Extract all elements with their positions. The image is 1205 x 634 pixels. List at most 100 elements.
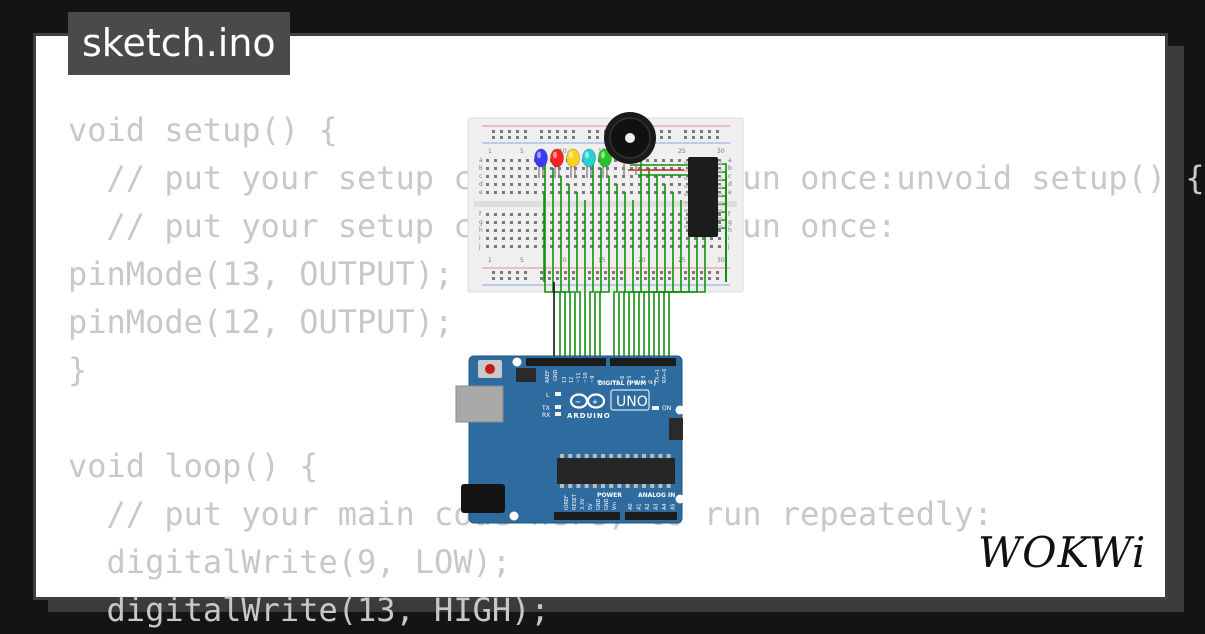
file-tab-title[interactable]: sketch.ino [68,12,290,75]
jumper-wire[interactable] [594,168,602,362]
rail-hole [716,130,719,133]
breadboard-hole [494,245,497,248]
breadboard-hole [638,245,641,248]
mounting-hole [675,405,685,415]
atmega-leg [650,454,655,458]
atmega-leg [617,454,622,458]
breadboard-hole [646,183,649,186]
breadboard-hole [718,191,721,194]
jumper-wire[interactable] [638,176,658,362]
breadboard-hole [542,191,545,194]
breadboard-hole [614,183,617,186]
led[interactable] [534,148,548,168]
breadboard-hole [670,245,673,248]
digital-pin-label: 4 [634,380,640,383]
breadboard-hole [558,245,561,248]
breadboard-hole [686,213,689,216]
rail-hole [692,277,695,280]
breadboard-hole [606,245,609,248]
atmega-leg [601,484,605,488]
chip-pin [684,169,688,172]
breadboard-hole [486,245,489,248]
rail-hole [700,136,703,139]
jumper-wire[interactable] [663,168,698,362]
breadboard-hole [646,213,649,216]
chip-pins [684,161,722,228]
l-led-label: L [546,392,550,399]
rail-hole [508,271,511,274]
row-letter: a [728,157,732,164]
row-letter: b [728,165,732,172]
led-group [534,148,612,178]
breadboard-hole [598,191,601,194]
jumper-wire[interactable] [599,176,610,362]
column-number: 5 [520,257,524,264]
rail-hole [700,130,703,133]
breadboard-hole [614,175,617,178]
led-highlight [585,151,589,159]
jumper-wire[interactable] [613,184,618,362]
breadboard-hole [502,245,505,248]
row-letter: d [728,181,732,188]
rail-hole [668,277,671,280]
ic-chip[interactable] [684,157,722,237]
rail-hole [596,130,599,133]
code-line: } [68,351,88,389]
atmega-chip [557,458,675,484]
breadboard-hole [534,221,537,224]
jumper-wire[interactable] [628,160,642,362]
rail-hole [588,271,591,274]
rail-hole [700,277,703,280]
breadboard-hole [590,183,593,186]
jumper-wire[interactable] [648,192,674,362]
rail-hole [500,130,503,133]
breadboard-hole [622,175,625,178]
jumper-wire[interactable] [633,168,650,362]
breadboard-hole [654,213,657,216]
reset-button-cap[interactable] [485,364,495,374]
rail-hole [524,136,527,139]
jumper-wire[interactable] [618,192,626,362]
jumper-wire[interactable] [658,160,690,362]
row-letter: e [728,189,732,196]
uno-badge [610,389,650,411]
breadboard-hole [718,167,721,170]
chip-pin [684,177,688,180]
rail-hole [492,130,495,133]
breadboard-hole [662,175,665,178]
jumper-wire[interactable] [668,176,706,362]
jumper-wire[interactable] [589,160,594,362]
breadboard-hole [574,183,577,186]
rail-hole [556,277,559,280]
led[interactable] [566,148,580,168]
led-highlight [537,151,541,159]
breadboard-hole [574,213,577,216]
buzzer[interactable] [604,112,656,175]
breadboard-hole [622,221,625,224]
led[interactable] [582,148,596,168]
breadboard-hole [590,245,593,248]
atmega-leg [633,484,638,488]
breadboard-hole [566,213,569,216]
atmega-leg [560,454,564,458]
breadboard-hole [622,213,625,216]
jumper-wire[interactable] [568,184,576,362]
breadboard-hole [494,159,497,162]
led[interactable] [550,148,564,168]
analog-pin-label: A1 [637,503,643,510]
breadboard-hole [646,191,649,194]
breadboard-hole [502,183,505,186]
wokwi-logo[interactable]: WOKWi [976,528,1152,578]
rail-hole [620,271,623,274]
jumper-wire[interactable] [623,200,634,362]
jumper-wire[interactable] [653,200,682,362]
breadboard-hole [718,175,721,178]
breadboard-hole [558,213,561,216]
jumper-wire[interactable] [643,184,666,362]
jumper-wire[interactable] [576,192,581,362]
breadboard-hole [534,213,537,216]
tx-led-label: TX [541,405,550,412]
rx-led [555,412,561,416]
atmega-leg [560,484,564,488]
